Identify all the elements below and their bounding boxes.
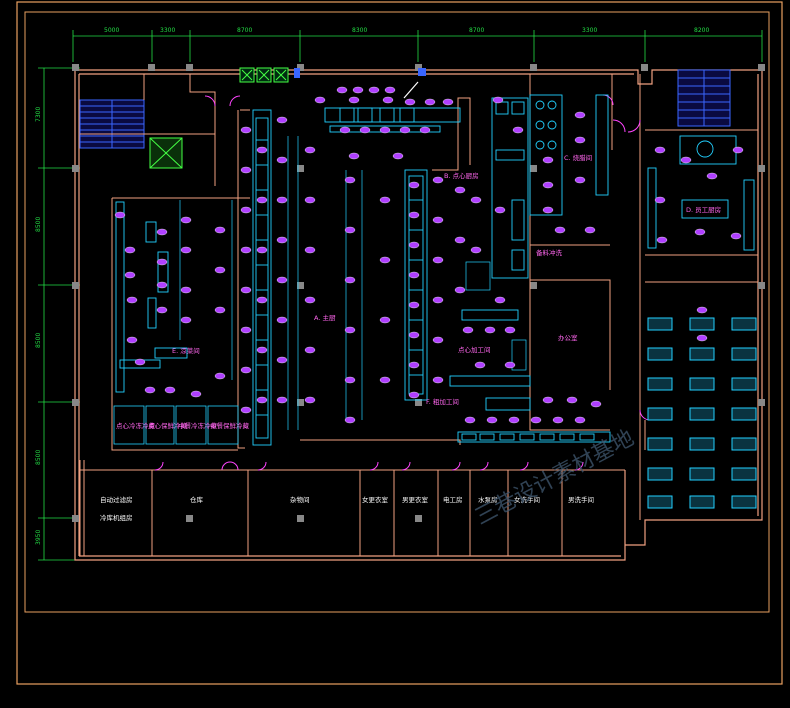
label-warehouse: 仓库 — [190, 495, 204, 504]
dim-left-4: 8500 — [35, 450, 42, 465]
label-d-room: D. 员工厨房 — [686, 205, 721, 214]
dim-left-3: 8500 — [35, 333, 42, 348]
dim-top-7: 8200 — [694, 27, 709, 34]
left-dimension-chain — [38, 67, 80, 561]
label-main-kitchen: A. 主厨 — [314, 313, 336, 322]
label-cold-1: 点心冷冻冷藏 — [116, 421, 156, 430]
label-plumber-room: 水泵房 — [478, 495, 498, 504]
dim-top-2: 3300 — [160, 27, 175, 34]
cold-storage-units — [113, 405, 239, 445]
staircase-right — [677, 69, 731, 127]
label-filter-room: 自动过滤房 — [100, 495, 133, 504]
label-b-room: B. 点心厨房 — [444, 171, 479, 180]
label-f-room: F. 粗加工间 — [426, 397, 459, 406]
outer-frame — [16, 1, 783, 685]
watermark-text: 三巷设计素材基地 — [471, 426, 638, 531]
elevator-shaft — [149, 137, 183, 169]
label-male-wc: 男洗手间 — [568, 495, 594, 504]
cold-dish-counters — [115, 201, 188, 393]
label-female-wc: 女洗手间 — [514, 495, 540, 504]
equipment-tags — [114, 86, 744, 424]
label-cold-3: 中餐冷冻冷藏 — [178, 421, 218, 430]
cooking-line-long — [252, 109, 272, 446]
inner-frame — [24, 11, 770, 613]
dim-left-5: 3950 — [35, 530, 42, 545]
label-cold-2: 点心保鲜冷藏 — [148, 421, 188, 430]
vent-marker-2 — [418, 68, 426, 76]
label-storage: 杂物间 — [290, 495, 310, 504]
label-dim-sum-process: 点心加工间 — [458, 345, 491, 354]
rough-processing-counters — [449, 309, 611, 443]
exterior-walls — [74, 69, 763, 561]
label-cold-dish: E. 凉菜间 — [172, 346, 200, 355]
structural-columns — [72, 64, 765, 522]
label-c-room: C. 烧腊间 — [564, 153, 592, 162]
door-swings — [154, 94, 651, 471]
dim-top-6: 3300 — [582, 27, 597, 34]
dining-tables — [647, 317, 757, 509]
label-washing: 备料冲洗 — [536, 248, 563, 257]
label-female-locker: 女更衣室 — [362, 495, 389, 504]
dim-sum-equipment — [491, 94, 609, 279]
staircase-left — [79, 99, 145, 149]
label-cold-4: 中餐保鲜冷藏 — [210, 421, 250, 430]
pointer-arrow — [403, 81, 419, 99]
dim-top-4: 8300 — [352, 27, 367, 34]
label-electric-room: 电工房 — [443, 495, 463, 504]
vent-marker — [294, 68, 300, 78]
label-office: 办公室 — [558, 333, 578, 342]
top-dimension-chain — [72, 30, 763, 62]
room-markers — [186, 515, 304, 521]
dim-top-5: 8700 — [469, 27, 484, 34]
interior-walls — [79, 74, 758, 556]
exhaust-fans — [239, 67, 289, 83]
dim-left-1: 7300 — [35, 107, 42, 122]
label-compressor-room: 冷库机组房 — [100, 513, 133, 522]
dim-top-1: 5000 — [104, 27, 119, 34]
dim-left-2: 8500 — [35, 217, 42, 232]
dim-top-3: 8700 — [237, 27, 252, 34]
label-male-locker: 男更衣室 — [402, 495, 429, 504]
